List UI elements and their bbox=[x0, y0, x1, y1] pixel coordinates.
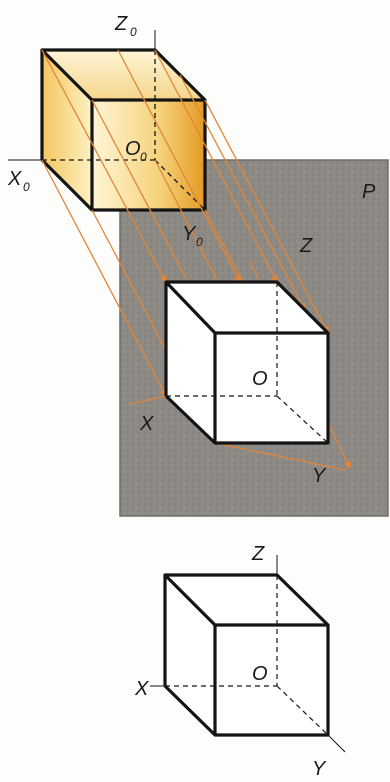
label-x2: X bbox=[134, 678, 149, 700]
cube-top-face bbox=[42, 50, 205, 100]
result-cube bbox=[150, 555, 346, 753]
label-o0: O bbox=[125, 138, 141, 160]
label-o2: O bbox=[252, 663, 268, 685]
label-x0: X bbox=[7, 168, 22, 190]
label-z0: Z bbox=[114, 13, 128, 35]
label-y0-sub: 0 bbox=[196, 235, 203, 249]
label-plane-p: P bbox=[362, 181, 376, 203]
projected-cube bbox=[164, 280, 330, 445]
label-o0-sub: 0 bbox=[140, 150, 147, 164]
cube-left-face bbox=[42, 50, 92, 210]
label-x: X bbox=[139, 413, 154, 435]
label-y2: Y bbox=[312, 758, 327, 780]
label-y0: Y bbox=[182, 223, 197, 245]
label-z: Z bbox=[299, 235, 313, 257]
label-y: Y bbox=[312, 465, 327, 487]
label-x0-sub: 0 bbox=[23, 180, 30, 194]
label-z0-sub: 0 bbox=[130, 25, 137, 39]
label-z2: Z bbox=[251, 543, 265, 565]
label-o: O bbox=[252, 368, 268, 390]
original-cube bbox=[8, 30, 207, 212]
